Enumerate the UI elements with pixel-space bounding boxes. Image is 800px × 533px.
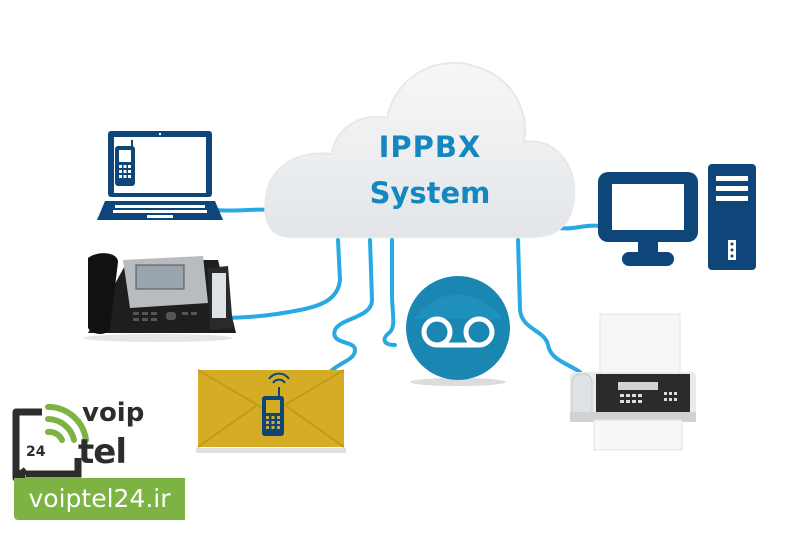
desktop-computer-icon <box>598 164 756 270</box>
cloud-shape <box>264 62 576 238</box>
logo-number: 24 <box>26 444 46 460</box>
ip-phone-icon <box>83 253 236 342</box>
logo-url-badge[interactable]: voiptel24.ir <box>14 478 185 520</box>
signal-waves-icon <box>45 404 89 443</box>
logo-word-voip: voip <box>82 398 145 428</box>
voicemail-icon[interactable] <box>402 274 514 386</box>
cloud-title-line2: System <box>369 176 491 210</box>
fax-icon <box>570 313 696 451</box>
laptop-icon <box>97 131 223 220</box>
cloud-title-line1: IPPBX <box>378 130 482 164</box>
envelope-mobile-icon <box>196 369 346 453</box>
logo-word-tel: tel <box>78 432 127 472</box>
